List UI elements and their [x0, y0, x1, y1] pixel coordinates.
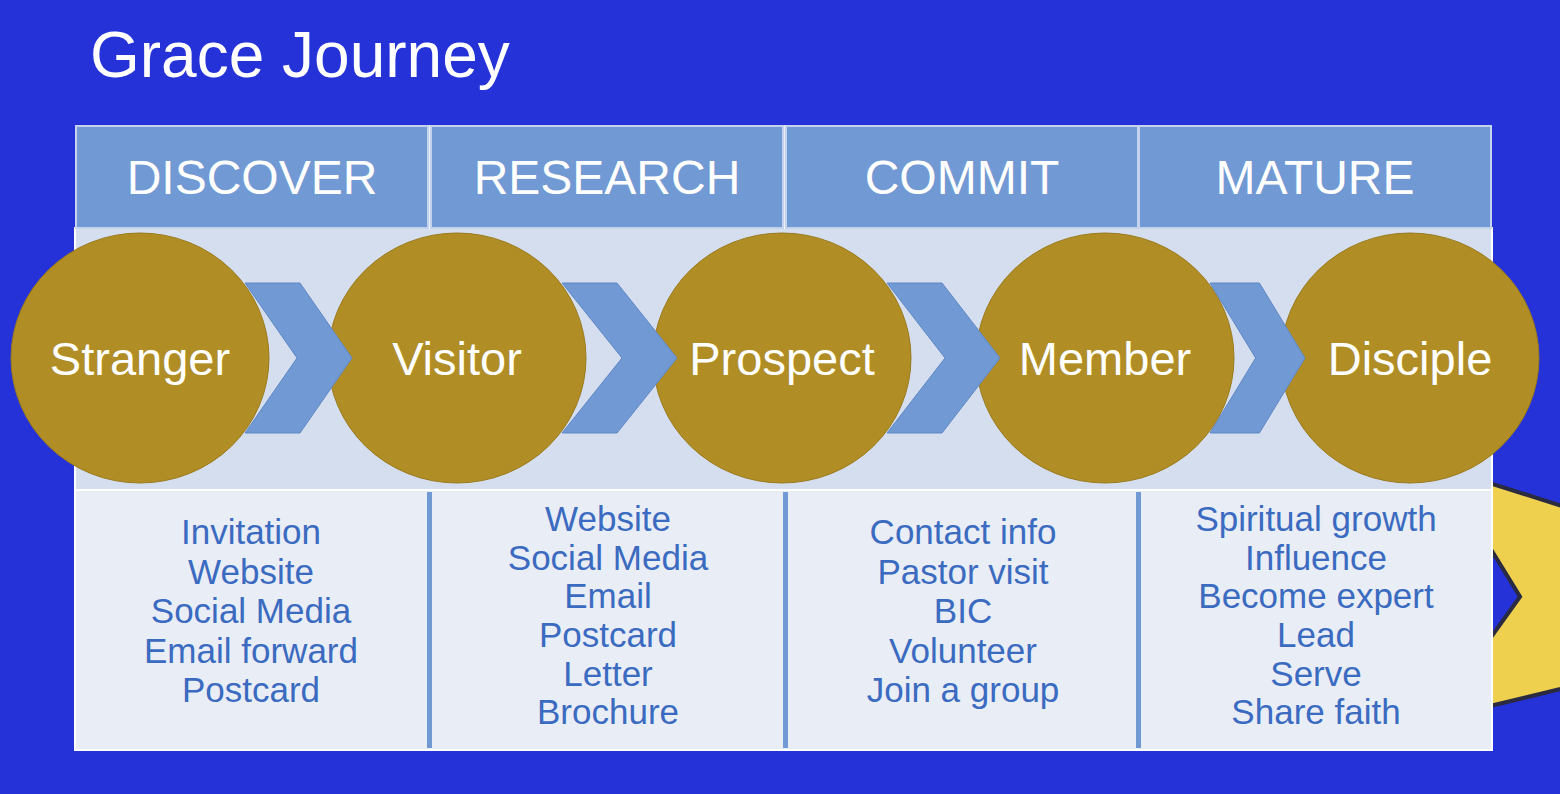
touchpoint-item: Influence — [1245, 539, 1387, 578]
touchpoint-item: Share faith — [1231, 693, 1400, 732]
role-label: Visitor — [392, 331, 522, 386]
touchpoint-item: Postcard — [182, 670, 320, 710]
touchpoint-item: BIC — [934, 591, 992, 631]
touchpoint-item: Become expert — [1198, 577, 1433, 616]
touchpoint-item: Volunteer — [889, 631, 1037, 671]
touchpoint-item: Postcard — [539, 616, 677, 655]
stage-circle: Member — [975, 232, 1235, 484]
touchpoint-item: Email forward — [144, 631, 358, 671]
stage-circle: Stranger — [10, 232, 270, 484]
touchpoint-item: Letter — [563, 655, 653, 694]
touchpoint-item: Social Media — [151, 591, 351, 631]
stage-name: MATURE — [1215, 150, 1414, 205]
stage-header: MATURE — [1138, 125, 1492, 229]
list-row — [75, 490, 1492, 750]
touchpoint-item: Website — [188, 552, 314, 592]
role-label: Member — [1019, 331, 1191, 386]
role-label: Prospect — [689, 331, 874, 386]
circle-shape — [1281, 233, 1539, 483]
role-label: Disciple — [1328, 331, 1493, 386]
stage-name: DISCOVER — [127, 150, 378, 205]
column-separator — [783, 492, 788, 748]
touchpoint-list: Spiritual growthInfluenceBecome expertLe… — [1142, 492, 1490, 748]
stage-band — [75, 228, 1492, 490]
stage-name: RESEARCH — [474, 150, 741, 205]
touchpoint-list: Contact infoPastor visitBICVolunteerJoin… — [789, 492, 1137, 748]
touchpoint-list: WebsiteSocial MediaEmailPostcardLetterBr… — [434, 492, 782, 748]
stage-header: COMMIT — [785, 125, 1139, 229]
touchpoint-item: Invitation — [181, 512, 321, 552]
touchpoint-item: Contact info — [870, 512, 1057, 552]
role-label: Stranger — [50, 331, 230, 386]
touchpoint-item: Pastor visit — [877, 552, 1048, 592]
stage-header: RESEARCH — [430, 125, 784, 229]
touchpoint-item: Brochure — [537, 693, 679, 732]
touchpoint-item: Email — [564, 577, 652, 616]
slide-title: Grace Journey — [90, 18, 510, 92]
stage-circle: Prospect — [652, 232, 912, 484]
touchpoint-item: Join a group — [867, 670, 1060, 710]
stage-name: COMMIT — [865, 150, 1060, 205]
touchpoint-list: InvitationWebsiteSocial MediaEmail forwa… — [75, 492, 427, 748]
circle-shape — [11, 233, 269, 483]
touchpoint-item: Lead — [1277, 616, 1355, 655]
column-separator — [427, 492, 432, 748]
table-background — [75, 125, 1492, 750]
circle-shape — [653, 233, 911, 483]
circle-shape — [976, 233, 1234, 483]
touchpoint-item: Spiritual growth — [1195, 500, 1436, 539]
stage-circle: Disciple — [1280, 232, 1540, 484]
stage-header: DISCOVER — [75, 125, 429, 229]
touchpoint-item: Website — [545, 500, 671, 539]
circle-shape — [328, 233, 586, 483]
column-separator — [1136, 492, 1141, 748]
touchpoint-item: Social Media — [508, 539, 708, 578]
stage-circle: Visitor — [327, 232, 587, 484]
touchpoint-item: Serve — [1270, 655, 1361, 694]
